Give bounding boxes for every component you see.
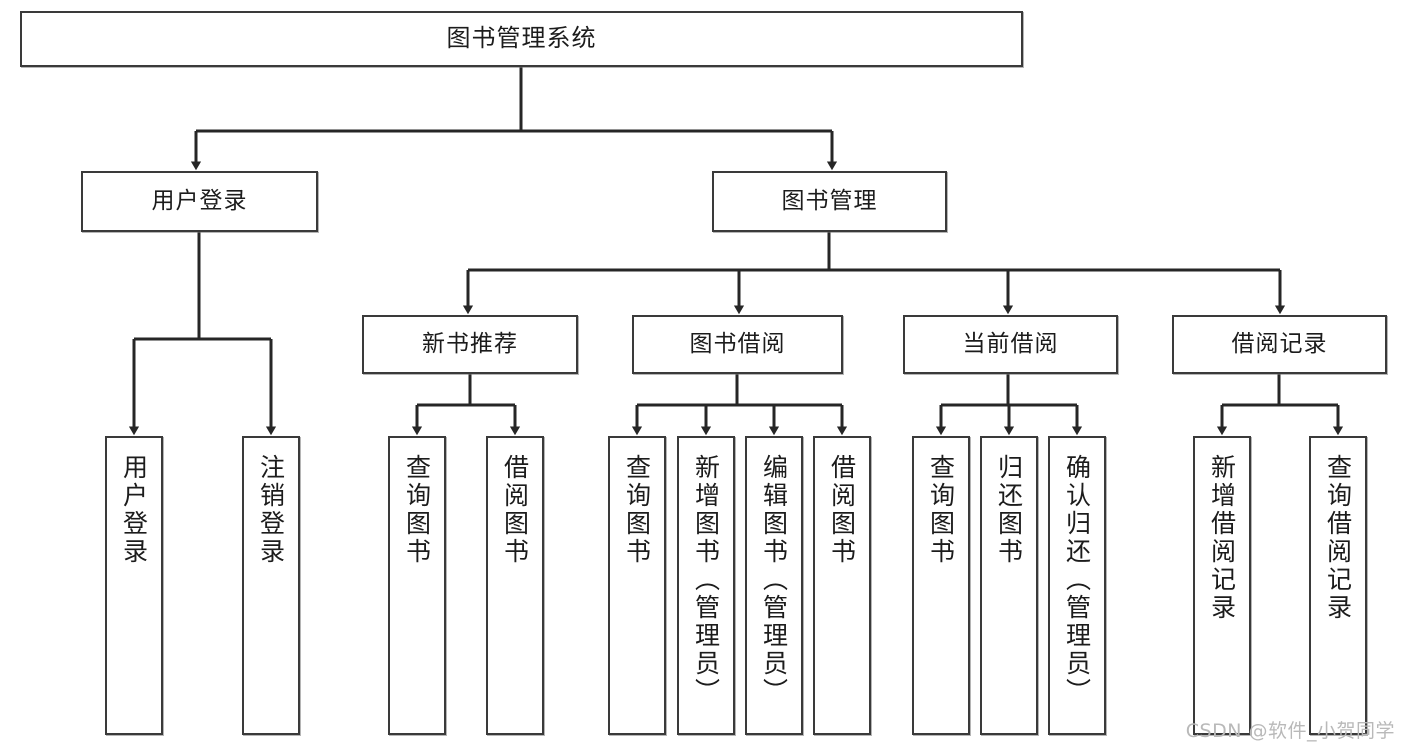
leaf-edit-book-admin[interactable]: 编辑图书（管理员） <box>745 436 803 735</box>
node-label: 查询图书 <box>926 454 956 566</box>
node-label: 借阅记录 <box>1231 331 1328 358</box>
node-label: 归还图书 <box>994 454 1024 566</box>
node-label: 图书管理系统 <box>446 24 597 53</box>
node-label: 新书推荐 <box>422 331 518 358</box>
node-label: 确认归还（管理员） <box>1062 454 1092 706</box>
node-label: 用户登录 <box>151 188 248 215</box>
leaf-borrow-book-recommend[interactable]: 借阅图书 <box>486 436 544 735</box>
node-current-borrow[interactable]: 当前借阅 <box>903 315 1118 374</box>
node-label: 查询图书 <box>622 454 652 566</box>
leaf-query-book-borrow[interactable]: 查询图书 <box>608 436 666 735</box>
leaf-user-logout[interactable]: 注销登录 <box>242 436 300 735</box>
node-borrow-record[interactable]: 借阅记录 <box>1172 315 1387 374</box>
node-new-book-recommend[interactable]: 新书推荐 <box>362 315 578 374</box>
node-label: 当前借阅 <box>962 331 1059 358</box>
leaf-query-book-current[interactable]: 查询图书 <box>912 436 970 735</box>
leaf-confirm-return-admin[interactable]: 确认归还（管理员） <box>1048 436 1106 735</box>
leaf-return-book[interactable]: 归还图书 <box>980 436 1038 735</box>
node-book-manage[interactable]: 图书管理 <box>712 171 947 232</box>
node-label: 新增借阅记录 <box>1207 454 1237 622</box>
csdn-watermark: CSDN @软件_小贺同学 <box>1185 720 1395 742</box>
node-label: 注销登录 <box>256 454 286 566</box>
leaf-add-book-admin[interactable]: 新增图书（管理员） <box>677 436 735 735</box>
node-label: 借阅图书 <box>500 454 530 566</box>
node-root-system[interactable]: 图书管理系统 <box>20 11 1023 67</box>
leaf-borrow-book-action[interactable]: 借阅图书 <box>813 436 871 735</box>
node-label: 编辑图书（管理员） <box>759 454 789 706</box>
node-label: 借阅图书 <box>827 454 857 566</box>
node-label: 图书管理 <box>781 188 878 215</box>
node-book-borrow[interactable]: 图书借阅 <box>632 315 843 374</box>
node-label: 新增图书（管理员） <box>691 454 721 706</box>
node-label: 用户登录 <box>119 454 149 566</box>
leaf-query-book-recommend[interactable]: 查询图书 <box>388 436 446 735</box>
leaf-query-borrow-record[interactable]: 查询借阅记录 <box>1309 436 1367 735</box>
leaf-user-login[interactable]: 用户登录 <box>105 436 163 735</box>
node-label: 查询借阅记录 <box>1323 454 1353 622</box>
node-user-login[interactable]: 用户登录 <box>81 171 318 232</box>
leaf-add-borrow-record[interactable]: 新增借阅记录 <box>1193 436 1251 735</box>
node-label: 查询图书 <box>402 454 432 566</box>
node-label: 图书借阅 <box>689 331 786 358</box>
